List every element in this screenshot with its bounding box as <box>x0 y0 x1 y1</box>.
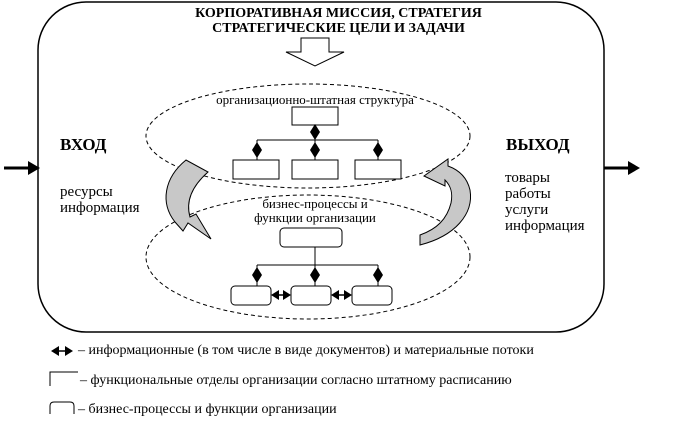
right-curved-arrow <box>419 158 472 246</box>
strategy-title-line2: СТРАТЕГИЧЕСКИЕ ЦЕЛИ И ЗАДАЧИ <box>212 20 465 36</box>
processes-label: бизнес-процессы и функции организации <box>230 197 400 224</box>
output-item: работы <box>505 186 551 202</box>
rounded-rectangle-icon <box>49 401 75 414</box>
left-curved-arrow <box>165 159 212 240</box>
output-item: информация <box>505 218 585 234</box>
strategy-down-arrow <box>285 37 345 67</box>
legend-flows-text: – информационные (в том числе в виде док… <box>78 343 534 358</box>
output-item: товары <box>505 170 550 186</box>
flow-diamond <box>373 142 383 158</box>
input-list: ресурсы информация <box>60 184 140 216</box>
output-arrow <box>604 161 640 175</box>
flow-diamond <box>310 142 320 158</box>
flow-diamond <box>252 267 262 283</box>
flow-diamond <box>373 267 383 283</box>
processes-label-line2: функции организации <box>254 209 376 225</box>
double-arrow-icon <box>51 346 73 356</box>
process-top-box <box>279 227 343 248</box>
output-item: услуги <box>505 202 549 218</box>
output-heading: ВЫХОД <box>506 135 570 154</box>
legend-processes-text: – бизнес-процессы и функции организации <box>78 402 337 417</box>
process-box <box>351 285 393 306</box>
processes-label-line1: бизнес-процессы и <box>262 196 368 211</box>
department-box <box>232 159 280 180</box>
department-box <box>354 159 402 180</box>
input-heading: ВХОД <box>60 135 107 154</box>
input-arrow <box>4 161 40 175</box>
output-list: товары работы услуги информация <box>505 170 585 234</box>
processes-ellipse <box>145 194 471 320</box>
process-box <box>230 285 272 306</box>
input-item: информация <box>60 200 140 216</box>
department-box <box>291 159 339 180</box>
flow-diamond <box>310 267 320 283</box>
strategy-title: КОРПОРАТИВНАЯ МИССИЯ, СТРАТЕГИЯ СТРАТЕГИ… <box>0 6 677 36</box>
process-box <box>290 285 332 306</box>
org-top-box <box>291 106 339 126</box>
bidirectional-flow <box>331 290 352 300</box>
flow-diamond <box>310 124 320 140</box>
strategy-title-line1: КОРПОРАТИВНАЯ МИССИЯ, СТРАТЕГИЯ <box>195 6 482 21</box>
rectangle-icon <box>49 371 78 386</box>
flow-diamond <box>252 142 262 158</box>
input-item: ресурсы <box>60 184 113 200</box>
bidirectional-flow <box>271 290 291 300</box>
legend-departments-text: – функциональные отделы организации согл… <box>80 373 512 388</box>
structure-label: организационно-штатная структура <box>216 92 414 107</box>
structure-ellipse <box>145 83 471 189</box>
